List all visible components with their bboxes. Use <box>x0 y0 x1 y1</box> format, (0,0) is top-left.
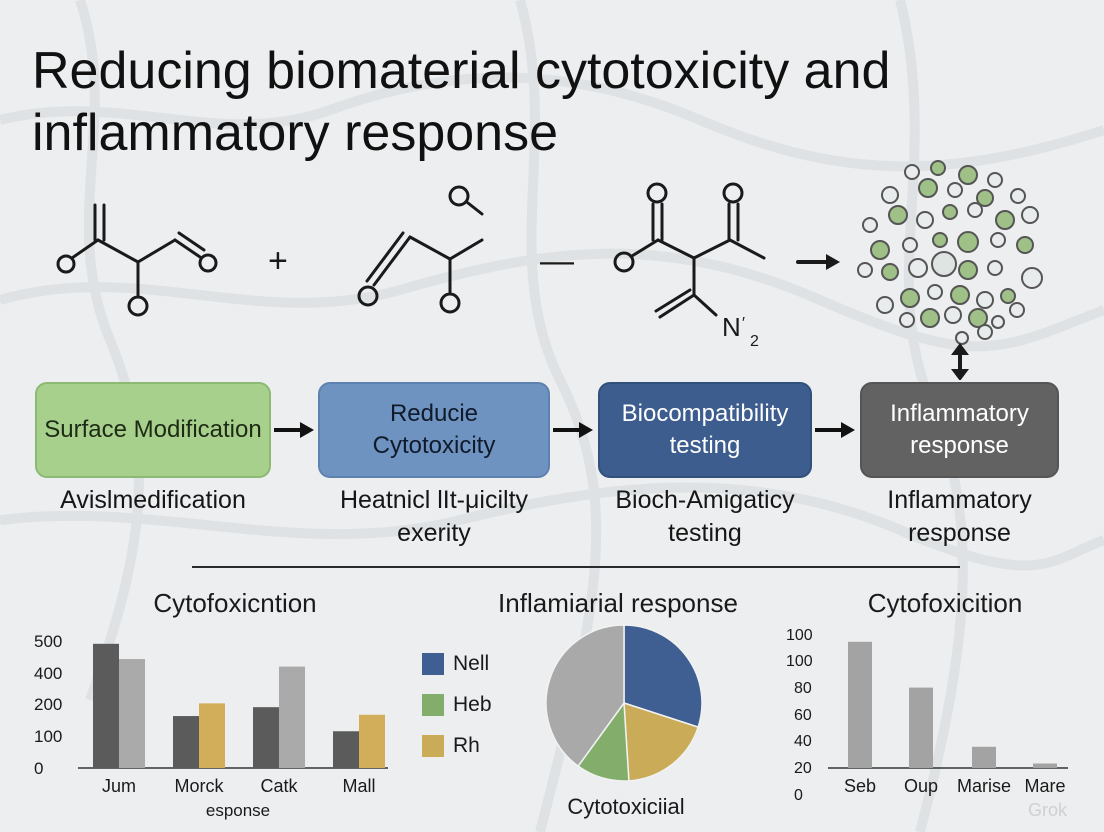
reaction-arrow-icon <box>826 254 840 270</box>
pie-slice <box>623 701 700 782</box>
x-tick-label: Marise <box>957 776 1011 796</box>
process-caption-4: Inflammatory response <box>887 486 1032 547</box>
particle-cluster-icon <box>857 160 1043 345</box>
legend-label-rh: Rh <box>453 734 480 757</box>
process-caption-3: Bioch-Amigaticy testing <box>615 486 795 547</box>
bar <box>848 641 872 768</box>
amine-label: N <box>722 312 741 342</box>
process-caption-1: Avislmedification <box>60 486 246 514</box>
y-tick-label: 80 <box>794 680 812 697</box>
amine-mark: ′ <box>742 315 745 332</box>
flow-arrow-icon <box>553 422 593 438</box>
minus-sign: — <box>540 242 574 280</box>
molecule-3 <box>613 182 766 319</box>
flow-arrow-icon <box>815 422 855 438</box>
bar <box>199 703 225 768</box>
chart-1-title: Cytofoxicntion <box>153 588 317 618</box>
flow-arrow-icon <box>274 422 314 438</box>
section-divider <box>192 566 960 568</box>
y-tick-label: 200 <box>34 695 62 714</box>
y-tick-label: 100 <box>786 627 813 644</box>
pie-caption: Cytotoxiciial <box>567 794 684 819</box>
reaction-scheme: + — N ′ 2 <box>56 160 1043 380</box>
double-arrow-icon <box>951 343 969 380</box>
x-tick-label: Oup <box>904 776 938 796</box>
bar <box>359 714 385 768</box>
x-tick-label: Mare <box>1024 776 1065 796</box>
y-tick-label: 400 <box>34 664 62 683</box>
x-axis-label: esponse <box>206 801 270 820</box>
bar <box>119 659 145 768</box>
molecule-2 <box>357 185 484 314</box>
amine-subscript: 2 <box>750 333 759 350</box>
x-tick-label: Catk <box>260 776 298 796</box>
y-tick-label: 40 <box>794 733 812 750</box>
plus-sign: + <box>268 242 288 280</box>
bar <box>1033 763 1057 768</box>
y-tick-label: 20 <box>794 760 812 777</box>
y-tick-label: 60 <box>794 707 812 724</box>
process-caption-2: Heatnicl lIt-μicilty exerity <box>339 486 529 547</box>
bar <box>972 746 996 768</box>
legend-swatch-nell <box>422 653 444 675</box>
y-tick-label: 500 <box>34 632 62 651</box>
y-tick-label: 0 <box>794 787 803 804</box>
legend-swatch-heb <box>422 694 444 716</box>
bar <box>93 643 119 768</box>
process-box-inflammatory-response: Inflammatory response <box>860 382 1059 478</box>
bar <box>173 716 199 768</box>
y-tick-label: 0 <box>34 759 43 778</box>
bar <box>253 707 279 768</box>
process-box-reduce-cytotoxicity: Reducie Cytotoxicity <box>318 382 550 478</box>
bar <box>909 687 933 768</box>
legend-swatch-rh <box>422 735 444 757</box>
y-tick-label: 100 <box>34 727 62 746</box>
process-box-surface-modification: Surface Modification <box>35 382 271 478</box>
x-tick-label: Morck <box>175 776 225 796</box>
page-title: Reducing biomaterial cytotoxicity and in… <box>32 42 891 162</box>
bar <box>333 731 359 768</box>
y-tick-label: 100 <box>786 653 813 670</box>
x-tick-label: Jum <box>102 776 136 796</box>
pie-slice <box>545 624 625 768</box>
chart-2-title: Inflamiarial response <box>498 588 738 618</box>
x-tick-label: Mall <box>342 776 375 796</box>
watermark: Grok <box>1028 800 1068 820</box>
process-box-biocompatibility-testing: Biocompatibility testing <box>598 382 812 478</box>
pie-slice <box>623 624 703 729</box>
bar <box>279 666 305 768</box>
x-tick-label: Seb <box>844 776 876 796</box>
legend-label-nell: Nell <box>453 652 490 675</box>
molecule-1 <box>56 203 218 317</box>
legend-label-heb: Heb <box>453 693 492 716</box>
chart-3-title: Cytofoxicition <box>867 588 1023 618</box>
